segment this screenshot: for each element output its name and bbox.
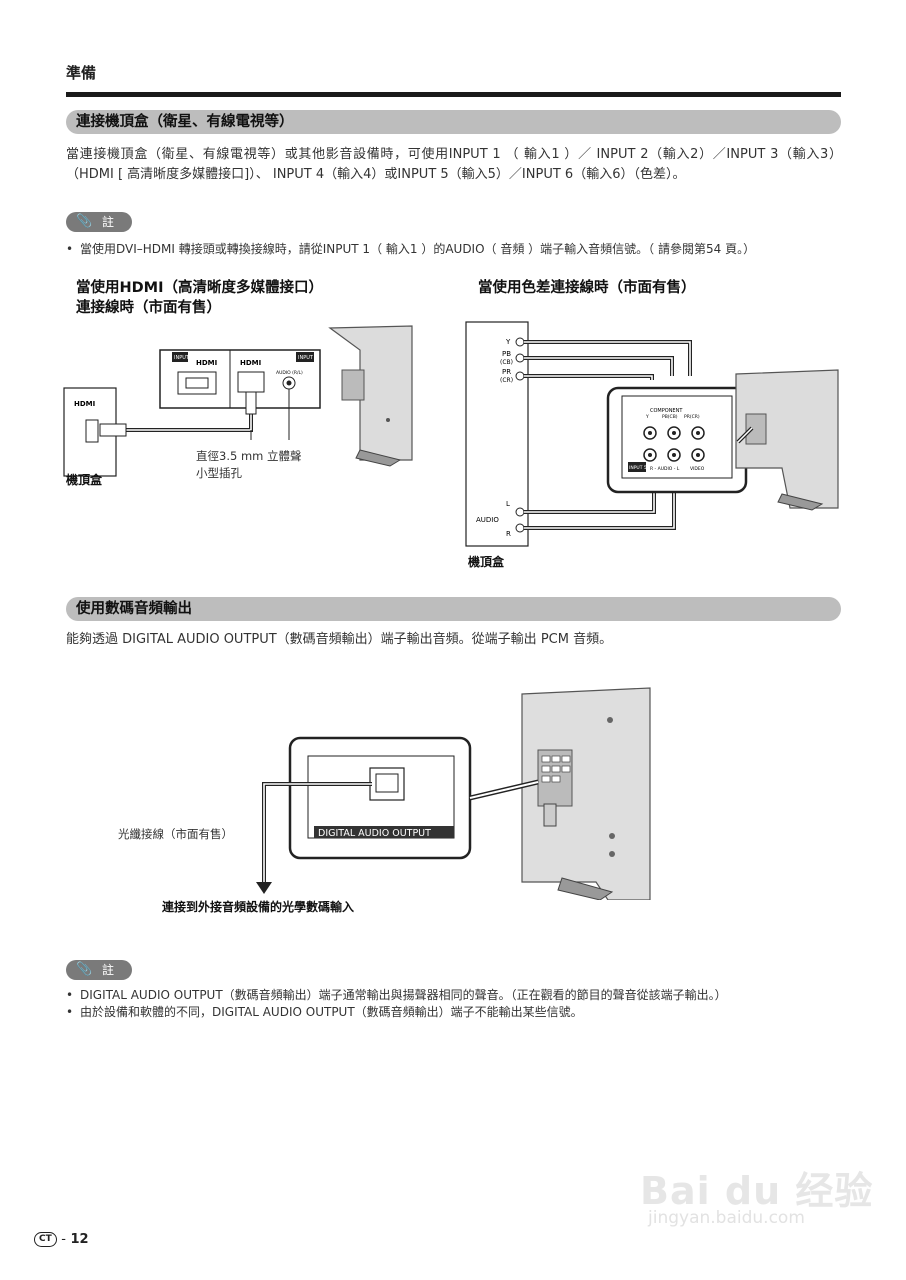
note-item: 由於設備和軟體的不同，DIGITAL AUDIO OUTPUT（數碼音頻輸出）端…: [66, 1004, 840, 1020]
component-label: COMPONENT: [650, 408, 683, 414]
paperclip-icon: 📎: [76, 214, 93, 229]
stb-r-label: R: [506, 530, 511, 538]
stb-pr-label: PR: [502, 368, 511, 376]
component-audio-label: R - AUDIO - L: [650, 466, 680, 472]
component-heading: 當使用色差連接線時（市面有售）: [478, 280, 696, 296]
section-body: 能夠透過 DIGITAL AUDIO OUTPUT（數碼音頻輸出）端子輸出音頻。…: [66, 632, 613, 647]
stb-audio-label: AUDIO: [476, 516, 499, 524]
note-label: 註: [102, 215, 115, 229]
page-number: 12: [70, 1232, 89, 1247]
stb-y-label: Y: [505, 338, 511, 346]
cable-label: 光纖接線（市面有售）: [118, 827, 233, 841]
section-bar: [66, 597, 841, 621]
note-item: 當使用DVI–HDMI 轉接頭或轉換接線時，請從INPUT 1（ 輸入1 ）的A…: [66, 241, 840, 257]
chapter-title: 準備: [66, 64, 97, 82]
section-title: 使用數碼音頻輸出: [76, 601, 192, 617]
component-video-label: VIDEO: [690, 466, 705, 472]
hdmi-port-label-b: HDMI: [240, 359, 261, 367]
stb-hdmi-label: HDMI: [74, 400, 95, 408]
hdmi-heading-line1: 當使用HDMI（高清晰度多媒體接口）: [76, 280, 323, 296]
audio-rl-label: AUDIO (R/L): [276, 370, 303, 376]
page-footer: CT - 12: [34, 1232, 89, 1247]
note-badge: 📎 註: [66, 960, 132, 980]
section-title: 連接機頂盒（衛星、有線電視等）: [76, 114, 294, 130]
section-body: 當連接機頂盒（衛星、有線電視等）或其他影音設備時，可使用INPUT 1 （ 輸入…: [66, 147, 842, 182]
component-connection-diagram: Y PB (CB) PR (CR) L AUDIO R COMPONENT Y …: [465, 321, 839, 547]
component-y-label: Y: [645, 414, 649, 420]
input2-label: INPUT 2: [174, 355, 194, 361]
stb-label: 機頂盒: [66, 473, 103, 487]
jack-label-line2: 小型插孔: [196, 466, 242, 480]
destination-label: 連接到外接音頻設備的光學數碼輸入: [162, 900, 355, 914]
section-bar: [66, 110, 841, 134]
digital-audio-output-label: DIGITAL AUDIO OUTPUT: [318, 828, 431, 839]
optical-connection-diagram: DIGITAL AUDIO OUTPUT: [256, 687, 651, 900]
stb-pb-label: PB: [502, 350, 511, 358]
watermark-url: jingyan.baidu.com: [648, 1208, 805, 1228]
component-pb-label: PB(CB): [662, 414, 678, 420]
note-badge: 📎 註: [66, 212, 132, 232]
stb-pr-sub-label: (CR): [500, 377, 513, 384]
component-input-label: INPUT 5: [629, 465, 647, 471]
hdmi-heading-line2: 連接線時（市面有售）: [76, 300, 221, 316]
stb-l-label: L: [506, 500, 510, 508]
input1-label: INPUT 1: [298, 355, 318, 361]
note-item: DIGITAL AUDIO OUTPUT（數碼音頻輸出）端子通常輸出與揚聲器相同…: [66, 987, 840, 1003]
component-stb-label: 機頂盒: [468, 555, 505, 569]
paperclip-icon: 📎: [76, 962, 93, 977]
language-badge: CT: [34, 1232, 57, 1247]
header-rule: [66, 92, 841, 97]
jack-label-line1: 直徑3.5 mm 立體聲: [196, 449, 302, 463]
hdmi-port-label-a: HDMI: [196, 359, 217, 367]
hdmi-connection-diagram: INPUT 2 HDMI HDMI INPUT 1 AUDIO (R/L) HD…: [63, 325, 413, 477]
stb-pb-sub-label: (CB): [500, 359, 513, 366]
watermark-brand: Bai du 经验: [640, 1169, 874, 1213]
component-pr-label: PR(CR): [684, 414, 700, 420]
note-label: 註: [102, 963, 115, 977]
